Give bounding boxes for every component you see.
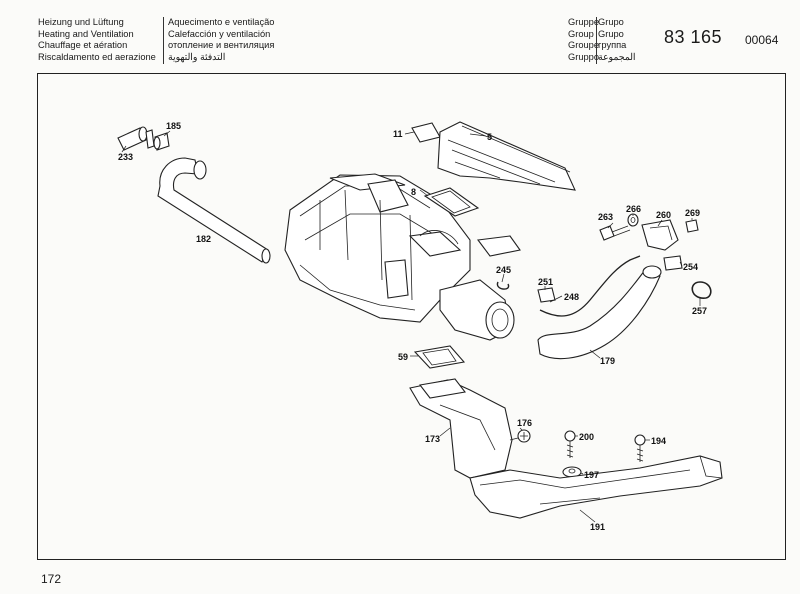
- callout-182: 182: [196, 234, 211, 244]
- group-label-it: Gruppo: [568, 51, 600, 62]
- callout-185: 185: [166, 121, 181, 131]
- callout-251: 251: [538, 277, 553, 287]
- part-257-clamp: [691, 281, 712, 299]
- callout-176: 176: [517, 418, 532, 428]
- part-5-air-duct: [437, 121, 576, 191]
- callout-260: 260: [656, 210, 671, 220]
- group-label-column-1: Gruppe Group Groupe Gruppo: [568, 17, 599, 63]
- part-269-clip: [685, 219, 699, 233]
- part-248-cable: [539, 255, 641, 317]
- group-label-pt: Grupo: [598, 17, 624, 27]
- part-191-floor-duct: [469, 455, 723, 519]
- part-heater-box: [284, 173, 521, 341]
- part-260-bracket: [641, 219, 679, 251]
- part-233-connector: [117, 126, 155, 151]
- callout-197: 197: [584, 470, 599, 480]
- part-197-washer: [562, 466, 582, 478]
- callout-248: 248: [564, 292, 579, 302]
- callout-11: 11: [393, 129, 403, 139]
- title-it: Riscaldamento ed aerazione: [38, 51, 156, 62]
- callout-179: 179: [600, 356, 615, 366]
- title-de: Heizung und Lüftung: [38, 17, 124, 27]
- group-divider: [596, 17, 597, 64]
- group-number: 83 165: [664, 27, 723, 47]
- title-en: Heating and Ventilation: [38, 28, 134, 39]
- callout-8: 8: [411, 187, 416, 197]
- part-176-screw: [509, 429, 531, 443]
- title-pt: Aquecimento e ventilação: [168, 17, 275, 27]
- part-11-pad: [411, 122, 441, 143]
- part-173-duct: [409, 378, 513, 479]
- title-ar: التدفئة والتهوية: [168, 51, 226, 62]
- part-194-screw: [634, 434, 646, 462]
- page-code: 00064: [745, 33, 779, 47]
- page-number: 172: [41, 572, 62, 586]
- group-label-ru: группа: [598, 40, 627, 51]
- group-label-column-2: Grupo Grupo группа المجموعة: [598, 17, 636, 63]
- diagram-frame: [37, 73, 786, 560]
- part-8-gasket: [423, 187, 480, 217]
- part-179-hose: [537, 265, 662, 360]
- header-middle-titles: Aquecimento e ventilação Calefacción y v…: [168, 17, 274, 63]
- title-ru: отопление и вентиляция: [168, 40, 275, 51]
- group-label-en: Group: [568, 28, 594, 39]
- title-fr: Chauffage et aération: [38, 40, 128, 51]
- part-185-cap: [153, 132, 170, 151]
- group-label-ar: المجموعة: [598, 51, 636, 62]
- callout-233: 233: [118, 152, 133, 162]
- group-label-es: Grupo: [598, 28, 624, 39]
- callout-269: 269: [685, 208, 700, 218]
- callout-254: 254: [683, 262, 698, 272]
- callout-59: 59: [398, 352, 408, 362]
- title-es: Calefacción y ventilación: [168, 28, 271, 39]
- part-200-screw: [564, 430, 576, 458]
- callout-200: 200: [579, 432, 594, 442]
- callout-257: 257: [692, 306, 707, 316]
- leader-lines: [121, 130, 701, 523]
- callout-263: 263: [598, 212, 613, 222]
- group-label-fr: Groupe: [568, 40, 600, 51]
- callout-245: 245: [496, 265, 511, 275]
- group-label-de: Gruppe: [568, 17, 600, 27]
- header-left-titles: Heizung und Lüftung Heating and Ventilat…: [38, 17, 156, 63]
- part-182-hose: [157, 157, 271, 264]
- part-263-bolt: [599, 225, 631, 241]
- callout-191: 191: [590, 522, 605, 532]
- callout-173: 173: [425, 434, 440, 444]
- callout-194: 194: [651, 436, 666, 446]
- part-251-clip: [537, 287, 556, 303]
- part-245-clip: [496, 281, 510, 290]
- callout-266: 266: [626, 204, 641, 214]
- part-254-clip: [663, 255, 683, 271]
- header-divider: [163, 17, 164, 64]
- part-59-gasket: [413, 345, 466, 369]
- callout-5: 5: [487, 132, 492, 142]
